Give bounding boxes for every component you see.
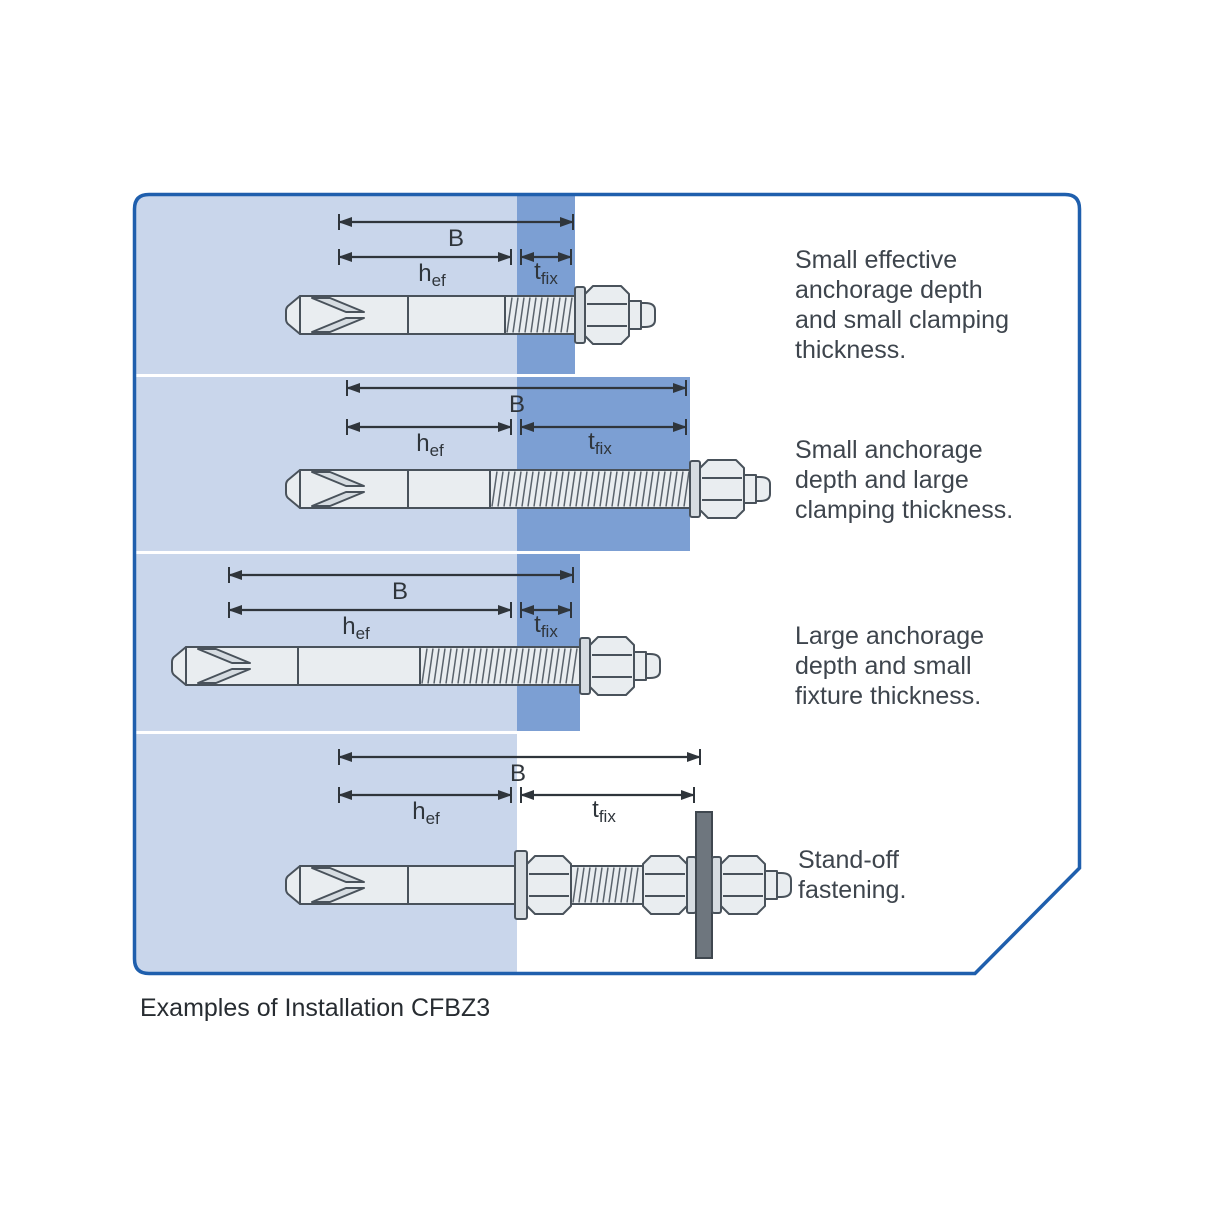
washer xyxy=(711,856,722,914)
washer xyxy=(686,856,697,914)
fixture-row-3 xyxy=(517,554,580,731)
fixture-row-2 xyxy=(517,377,690,551)
description-line: anchorage depth xyxy=(795,276,983,304)
dim-b-label: B xyxy=(510,760,526,787)
description-row-1: Small effective anchorage depth and smal… xyxy=(795,246,1009,364)
description-row-2: Small anchorage depth and large clamping… xyxy=(795,436,1013,524)
dimensions-row-2: B hef tfix xyxy=(346,380,687,460)
standoff-nut xyxy=(526,855,572,915)
description-line: Large anchorage xyxy=(795,622,984,650)
anchor-thread xyxy=(570,865,644,905)
anchor-bolt-row-1 xyxy=(285,285,656,345)
dim-hef-row-1: hef xyxy=(338,249,512,290)
dim-tfix-row-2: tfix xyxy=(520,419,687,458)
description-line: thickness. xyxy=(795,336,906,364)
dim-b-row-3: B xyxy=(228,567,574,605)
description-row-3: Large anchorage depth and small fixture … xyxy=(795,622,984,710)
stud-end xyxy=(633,651,661,681)
dim-tfix-label: tfix xyxy=(588,428,612,458)
anchor-bolt-row-3 xyxy=(171,636,661,696)
washer xyxy=(579,637,591,695)
dim-tfix-row-3: tfix xyxy=(520,602,572,641)
description-line: fixture thickness. xyxy=(795,682,981,710)
dim-hef-label: hef xyxy=(412,798,440,828)
dim-b-label: B xyxy=(509,391,525,418)
hex-nut xyxy=(699,459,745,519)
description-row-4: Stand-off fastening. xyxy=(798,846,906,904)
description-line: clamping thickness. xyxy=(795,496,1013,524)
stud-end xyxy=(764,870,792,900)
anchor-thread xyxy=(419,646,581,686)
dim-tfix-row-1: tfix xyxy=(520,249,572,288)
description-line: depth and large xyxy=(795,466,969,494)
dim-b-row-1: B xyxy=(338,214,574,252)
diagram-caption: Examples of Installation CFBZ3 xyxy=(140,994,490,1022)
fixture-plate xyxy=(695,811,713,959)
anchor-bolt-row-4 xyxy=(285,811,792,959)
stud-end xyxy=(628,300,656,330)
leveling-nut xyxy=(642,855,688,915)
dim-hef-row-3: hef xyxy=(228,602,512,643)
dim-b-row-4: B xyxy=(338,749,701,787)
description-line: Small effective xyxy=(795,246,957,274)
stud-end xyxy=(743,474,771,504)
base-material-row-3 xyxy=(134,554,517,731)
dim-tfix-row-4: tfix xyxy=(520,787,695,826)
dim-tfix-label: tfix xyxy=(534,258,558,288)
description-line: depth and small xyxy=(795,652,972,680)
base-material-row-1 xyxy=(134,194,517,374)
description-line: fastening. xyxy=(798,876,906,904)
base-material-row-2 xyxy=(134,377,517,551)
dimensions-row-1: B hef tfix xyxy=(338,214,574,290)
dimensions-row-4: B hef tfix xyxy=(338,749,701,828)
dim-tfix-label: tfix xyxy=(534,611,558,641)
dim-hef-row-2: hef xyxy=(346,419,512,460)
anchor-thread xyxy=(504,295,578,335)
dimensions-row-3: B hef tfix xyxy=(228,567,574,643)
clamping-nut xyxy=(720,855,766,915)
dim-hef-row-4: hef xyxy=(338,787,512,828)
description-line: Small anchorage xyxy=(795,436,983,464)
surface-washer xyxy=(514,850,528,920)
anchor-bolt-row-2 xyxy=(285,459,771,519)
base-material-row-4 xyxy=(134,734,517,974)
washer xyxy=(574,286,586,344)
description-line: Stand-off xyxy=(798,846,899,874)
panel-border xyxy=(132,192,1082,976)
description-line: and small clamping xyxy=(795,306,1009,334)
dim-tfix-label: tfix xyxy=(592,796,616,826)
dim-hef-label: hef xyxy=(418,260,446,290)
washer xyxy=(689,460,701,518)
dim-b-label: B xyxy=(392,578,408,605)
dim-hef-label: hef xyxy=(342,613,370,643)
hex-nut xyxy=(584,285,630,345)
anchor-thread xyxy=(489,469,691,509)
dim-b-label: B xyxy=(448,225,464,252)
dim-b-row-2: B xyxy=(346,380,687,418)
dim-hef-label: hef xyxy=(416,430,444,460)
hex-nut xyxy=(589,636,635,696)
